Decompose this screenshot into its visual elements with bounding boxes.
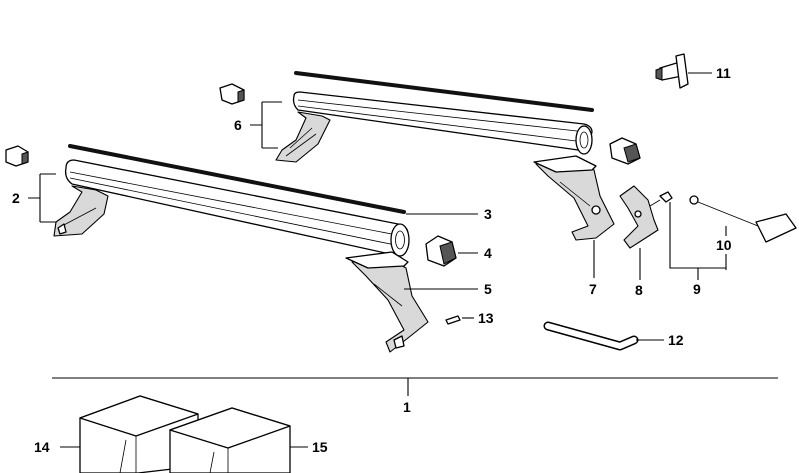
mounting-bracket — [619, 185, 659, 249]
torque-key-tool — [689, 195, 797, 243]
label-4: 4 — [484, 245, 492, 261]
front-left-end-cap — [5, 145, 29, 167]
storage-box-left — [79, 395, 199, 473]
lock-key — [655, 53, 689, 89]
label-5: 5 — [484, 281, 492, 297]
label-9: 9 — [693, 281, 701, 297]
storage-box-right — [169, 407, 291, 473]
rear-right-end-cap — [609, 137, 641, 165]
label-1: 1 — [403, 399, 411, 415]
label-2: 2 — [12, 190, 20, 206]
rear-crossbar — [292, 91, 593, 155]
label-10: 10 — [716, 237, 732, 253]
bolt — [649, 191, 673, 207]
rear-left-foot — [275, 111, 331, 163]
front-right-foot — [345, 251, 429, 353]
front-crossbar — [64, 159, 410, 257]
label-11: 11 — [716, 65, 731, 81]
rear-left-end-cap — [219, 83, 245, 105]
rear-right-foot — [533, 155, 615, 241]
label-12: 12 — [668, 332, 684, 348]
front-right-end-cap — [425, 235, 457, 267]
front-rubber-strip — [68, 144, 406, 214]
label-7: 7 — [589, 281, 597, 297]
pin — [445, 315, 461, 325]
label-6: 6 — [234, 117, 242, 133]
leader-lines — [28, 72, 778, 448]
allen-key — [543, 321, 639, 351]
label-13: 13 — [478, 310, 494, 326]
front-left-foot — [53, 185, 109, 237]
rear-rubber-strip — [294, 71, 594, 112]
label-15: 15 — [312, 439, 328, 455]
label-8: 8 — [635, 282, 643, 298]
label-14: 14 — [34, 439, 50, 455]
label-3: 3 — [484, 206, 492, 222]
